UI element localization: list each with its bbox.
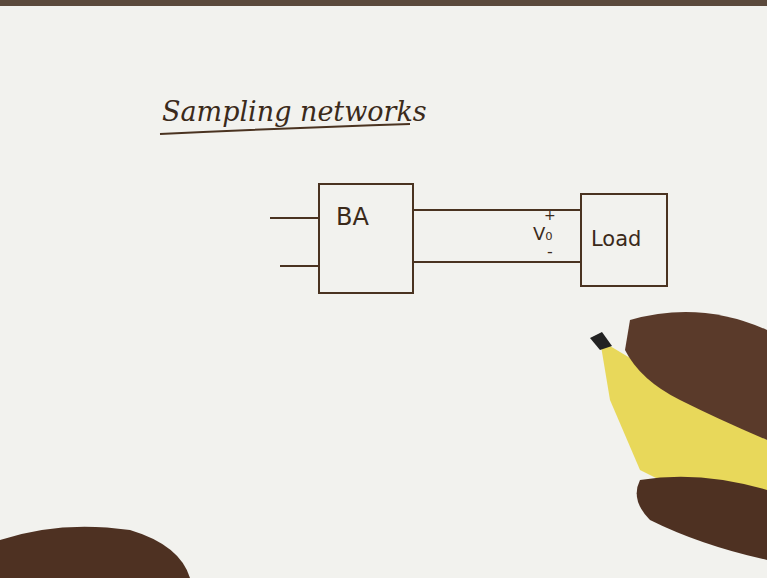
wire — [414, 261, 580, 263]
handwritten-title: Sampling networks — [162, 96, 427, 128]
amplifier-box: BA — [318, 183, 414, 294]
load-box: Load — [580, 193, 668, 287]
input-wire — [270, 217, 318, 219]
hand — [0, 527, 190, 578]
box-label: BA — [336, 203, 369, 232]
hand-with-marker — [590, 312, 767, 560]
box-label: Load — [591, 227, 641, 252]
signal-name: V₀ — [533, 224, 553, 244]
polarity-minus: - — [547, 243, 553, 261]
input-wire — [280, 265, 318, 267]
board-edge — [0, 0, 767, 6]
polarity-plus: + — [544, 208, 556, 223]
